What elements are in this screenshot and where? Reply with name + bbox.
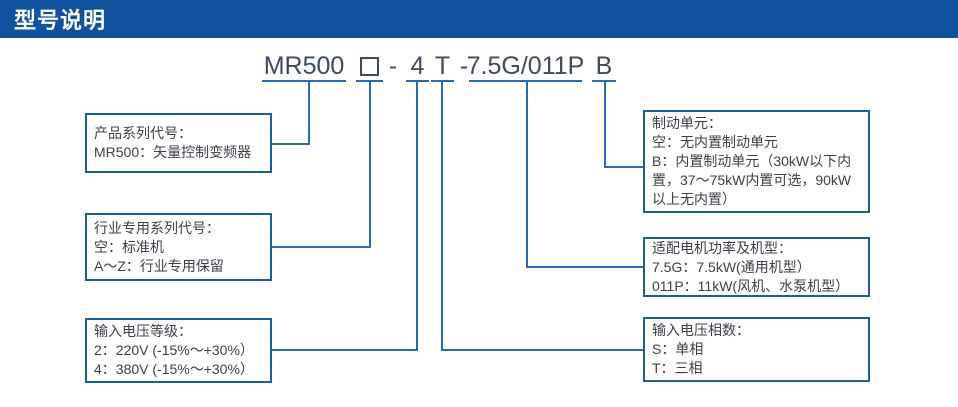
model-segment-voltage-level: 4	[406, 52, 429, 82]
connector-line-phase	[441, 80, 643, 351]
callout-line: 产品系列代号：	[94, 125, 192, 141]
callout-line: 空：标准机	[94, 238, 164, 255]
connector-line-placeholder	[272, 80, 371, 248]
section-header-bar: 型号说明	[0, 0, 958, 38]
callout-line: 适配电机功率及机型：	[652, 239, 792, 256]
callout-line: MR500：矢量控制变频器	[94, 144, 252, 160]
callout-industry-series: 行业专用系列代号： 空：标准机 A～Z：行业专用保留	[85, 213, 272, 281]
connector-line-braking	[604, 80, 643, 168]
callout-line: S：单相	[652, 341, 704, 357]
model-segment-power: 7.5G/011P	[467, 52, 584, 82]
callout-product-series: 产品系列代号： MR500：矢量控制变频器	[85, 113, 272, 173]
callout-line: 输入电压等级：	[94, 323, 192, 339]
callout-line: B：内置制动单元（30kW以下内置，37～75kW内置可选，90kW以上无内置）	[652, 153, 852, 207]
callout-line: 输入电压相数：	[652, 322, 750, 338]
callout-line: A～Z：行业专用保留	[94, 257, 224, 274]
model-segment-placeholder	[356, 52, 383, 82]
callout-line: 制动单元：	[652, 115, 722, 131]
square-placeholder-icon	[360, 56, 379, 76]
model-segment-series: MR500	[262, 52, 346, 82]
callout-line: 行业专用系列代号：	[94, 219, 220, 236]
callout-motor-power: 适配电机功率及机型： 7.5G：7.5kW(通用机型） 011P：11kW(风机…	[643, 237, 870, 297]
callout-line: T：三相	[652, 360, 703, 376]
callout-braking-unit: 制动单元： 空：无内置制动单元 B：内置制动单元（30kW以下内置，37～75k…	[643, 110, 870, 213]
model-separator-hyphen-2: -	[459, 51, 469, 80]
page-title: 型号说明	[14, 8, 107, 33]
callout-input-voltage-level: 输入电压等级： 2：220V (-15%～+30%） 4：380V (-15%～…	[85, 318, 272, 383]
model-segment-braking: B	[592, 52, 616, 82]
callout-line: 7.5G：7.5kW(通用机型）	[652, 258, 811, 275]
callout-line: 2：220V (-15%～+30%）	[94, 342, 254, 358]
callout-line: 空：无内置制动单元	[652, 134, 778, 150]
connector-line-mr500	[272, 80, 310, 145]
model-segment-series-text: MR500	[263, 51, 345, 80]
model-separator-hyphen-1: -	[388, 51, 398, 80]
connector-line-voltage-level	[272, 80, 418, 351]
connector-line-power	[526, 80, 643, 268]
callout-line: 011P：11kW(风机、水泵机型）	[652, 277, 850, 294]
callout-input-phase: 输入电压相数： S：单相 T：三相	[643, 317, 870, 382]
callout-line: 4：380V (-15%～+30%）	[94, 361, 254, 377]
model-segment-phase: T	[431, 52, 454, 82]
